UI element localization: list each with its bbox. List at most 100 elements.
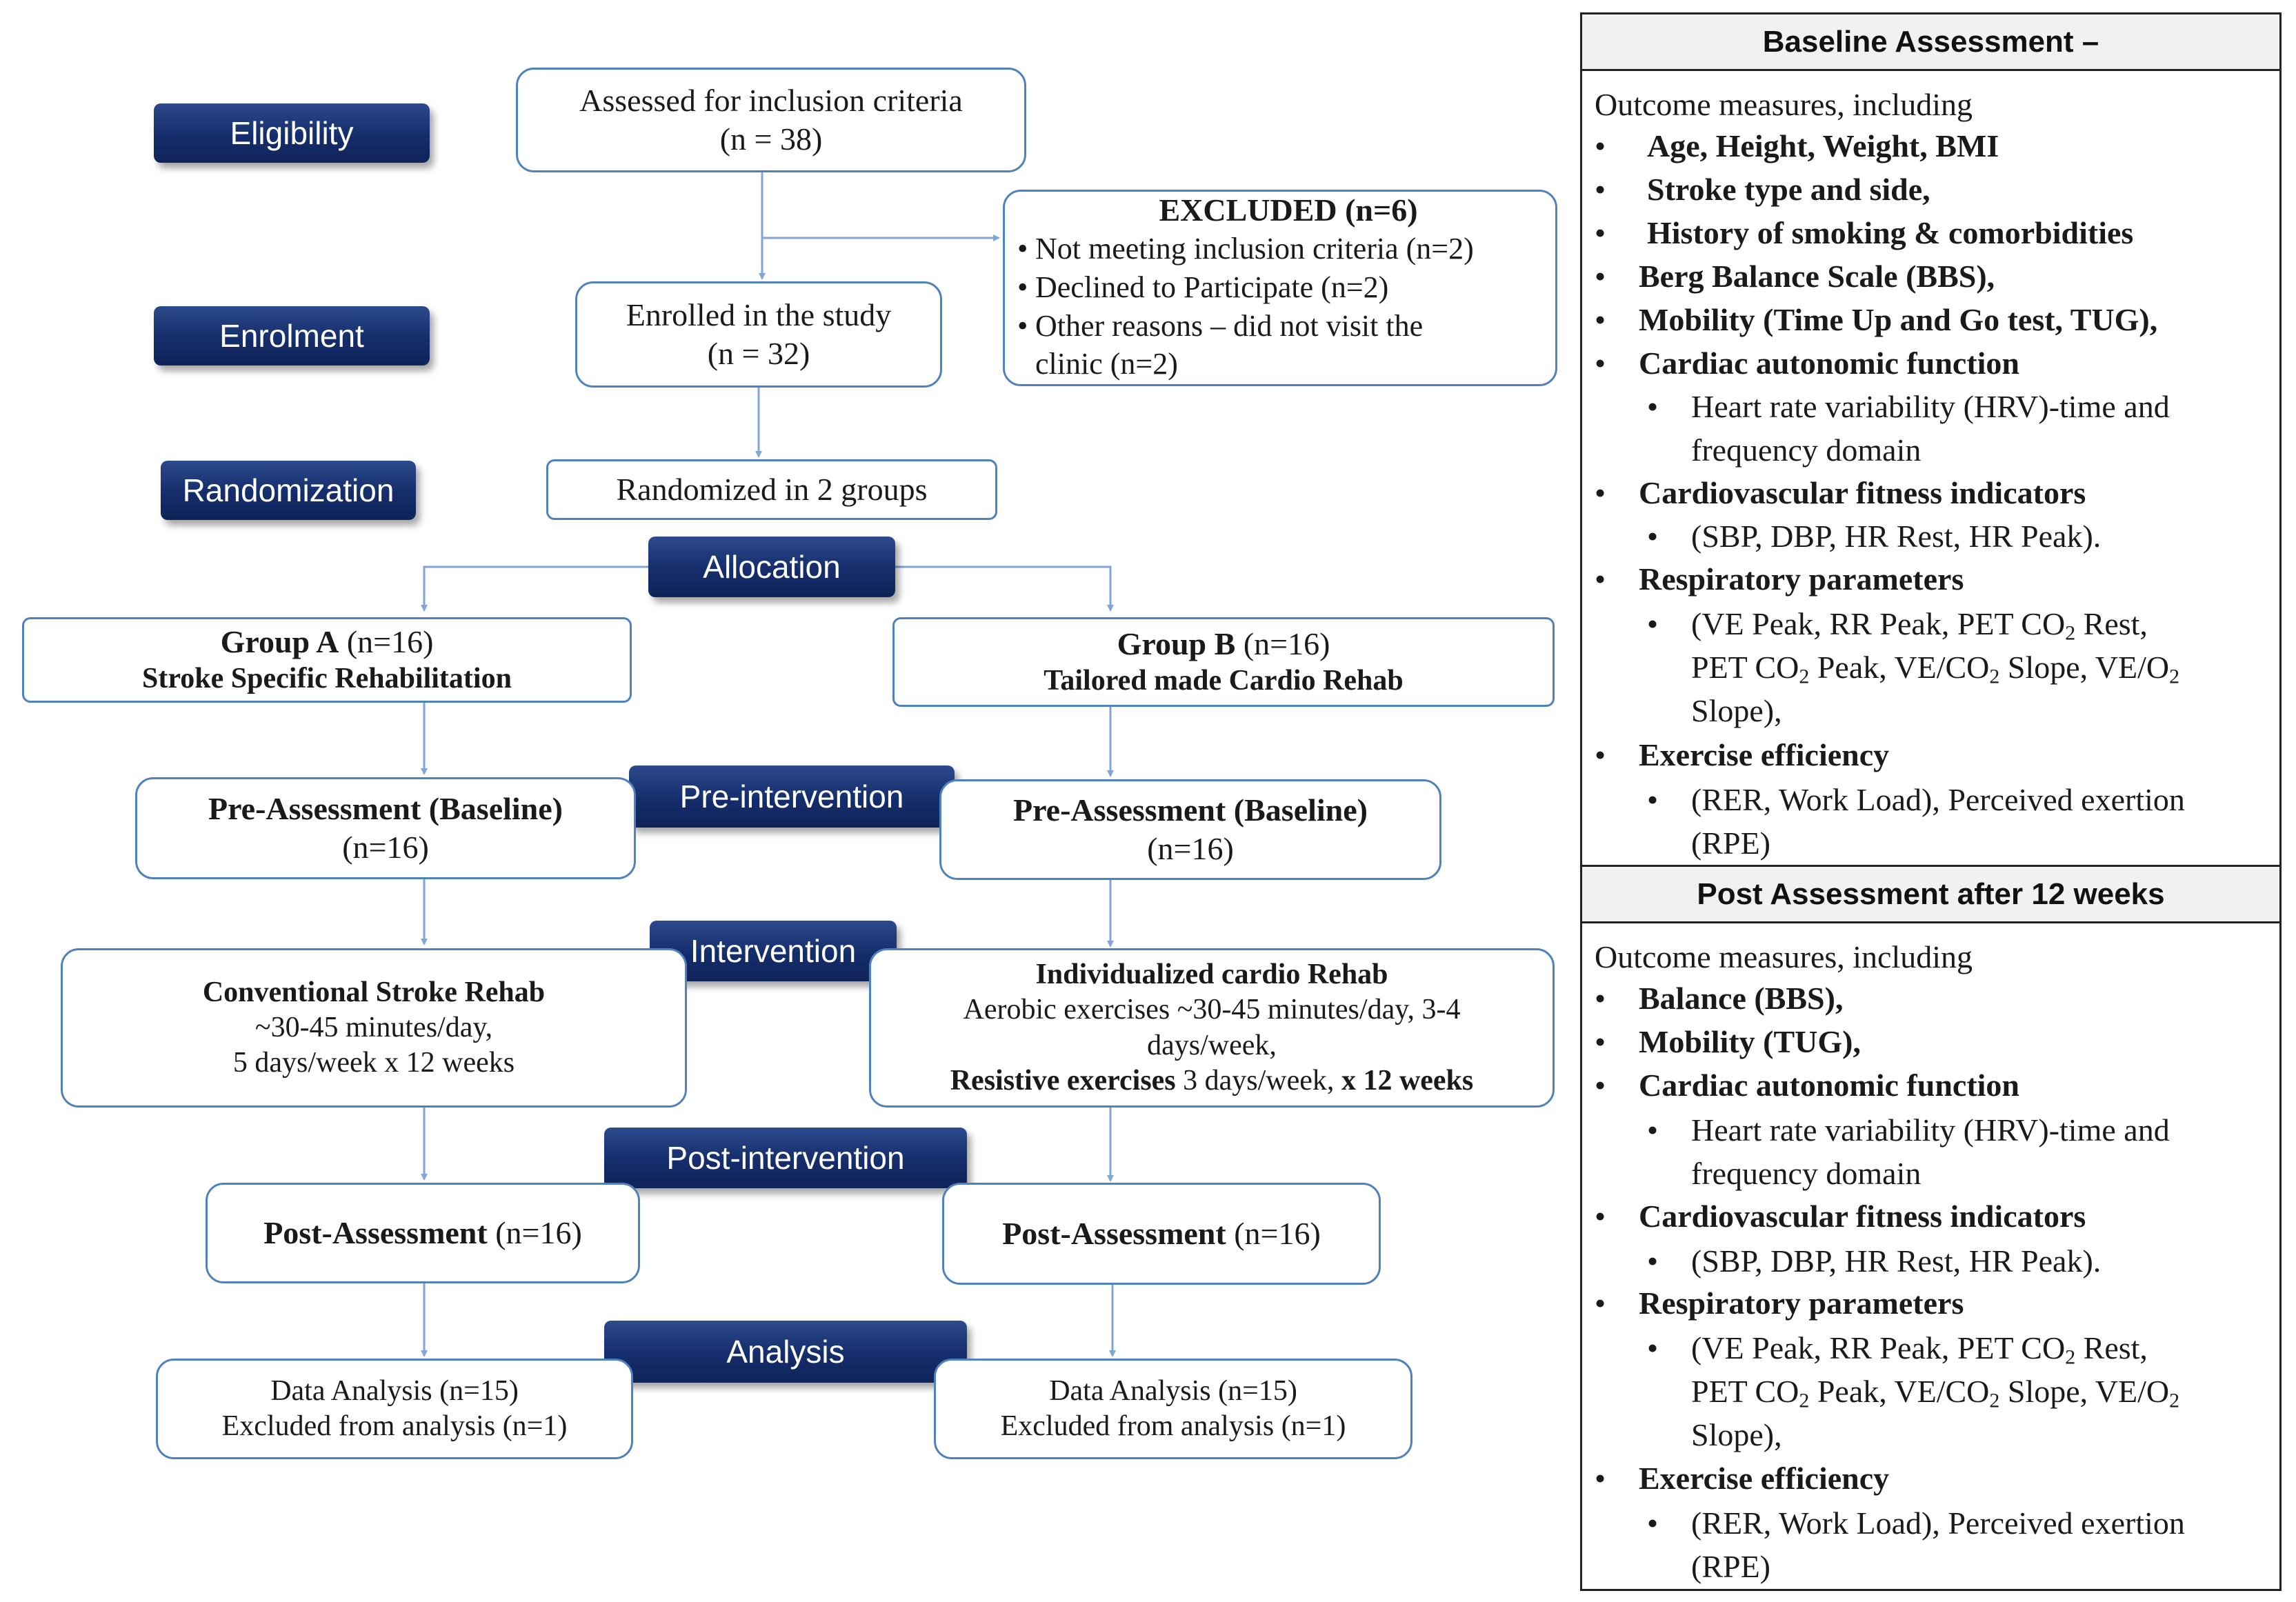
intervention-a-frequency: 5 days/week x 12 weeks [232,1047,515,1079]
pre-assessment-b-box: Pre-Assessment (Baseline) (n=16) [939,779,1441,880]
group-a-name: Group A [220,624,339,660]
phase-post-intervention: Post-intervention [604,1128,967,1188]
group-a-box: Group A (n=16) Stroke Specific Rehabilit… [22,617,632,703]
baseline-item-stroke-type: Stroke type and side, [1595,171,1930,208]
baseline-stroke-type-text: Stroke type and side, [1647,172,1930,207]
baseline-sub-cardio: (SBP, DBP, HR Rest, HR Peak). [1647,514,2101,558]
baseline-sub-exercise: (RER, Work Load), Perceived exertion (RP… [1647,778,2185,865]
post-item-cardiac: Cardiac autonomic function [1595,1067,2019,1103]
group-b-box: Group B (n=16) Tailored made Cardio Reha… [892,617,1555,707]
post-assessment-header: Post Assessment after 12 weeks [1582,865,2279,923]
baseline-resp-l2c: Slope, VE/O [1999,650,2170,685]
intervention-a-title: Conventional Stroke Rehab [202,976,546,1008]
intervention-b-weeks: x 12 weeks [1341,1064,1474,1097]
post-item-mobility: Mobility (TUG), [1595,1023,1861,1060]
post-sub-hrv: Heart rate variability (HRV)-time and fr… [1647,1108,2170,1195]
intervention-b-resistive: Resistive exercises [950,1064,1176,1097]
phase-analysis-label: Analysis [726,1334,845,1370]
baseline-sub-resp: (VE Peak, RR Peak, PET CO2 Rest, PET CO2… [1647,602,2179,732]
post-mobility-text: Mobility (TUG), [1639,1024,1861,1059]
post-item-exercise: Exercise efficiency [1595,1460,1889,1496]
baseline-item-mobility: Mobility (Time Up and Go test, TUG), [1595,301,2157,338]
post-assessment-b-count: (n=16) [1226,1215,1321,1251]
baseline-resp-l2a: PET CO [1691,650,1799,685]
post-sub-cardio: (SBP, DBP, HR Rest, HR Peak). [1647,1239,2101,1283]
post-resp-l2c: Slope, VE/O [1999,1374,2170,1409]
phase-intervention-label: Intervention [690,933,857,969]
pre-assessment-a-box: Pre-Assessment (Baseline) (n=16) [135,777,636,879]
intervention-a-box: Conventional Stroke Rehab ~30-45 minutes… [61,948,687,1108]
post-resp-sub1: 2 [2065,1345,2076,1369]
analysis-b-excluded: Excluded from analysis (n=1) [1000,1410,1346,1442]
baseline-item-berg: Berg Balance Scale (BBS), [1595,258,1995,294]
baseline-assessment-title: Baseline Assessment – [1762,24,2099,59]
baseline-resp-l1b: Rest, [2075,606,2148,641]
pre-assessment-b-title: Pre-Assessment (Baseline) [1013,792,1368,828]
phase-enrolment: Enrolment [154,306,430,366]
baseline-exercise-line2: (RPE) [1691,825,1770,861]
baseline-mobility-text: Mobility (Time Up and Go test, TUG), [1639,302,2158,337]
baseline-exercise-line1: (RER, Work Load), Perceived exertion [1647,778,2185,821]
phase-randomization-label: Randomization [182,472,395,508]
baseline-assessment-header: Baseline Assessment – [1582,14,2279,71]
post-resp-line3: Slope), [1691,1417,1782,1452]
baseline-sub-hrv: Heart rate variability (HRV)-time and fr… [1647,385,2170,472]
excluded-item-other: Other reasons – did not visit the [1017,307,1423,346]
post-exercise-text: Exercise efficiency [1639,1461,1890,1496]
enrolled-box: Enrolled in the study (n = 32) [575,281,942,388]
analysis-a-box: Data Analysis (n=15) Excluded from analy… [156,1359,633,1459]
group-b-description: Tailored made Cardio Rehab [1044,665,1404,697]
baseline-item-age: Age, Height, Weight, BMI [1595,128,1999,164]
intervention-b-box: Individualized cardio Rehab Aerobic exer… [869,948,1555,1108]
phase-enrolment-label: Enrolment [219,318,364,354]
excluded-item-not-meeting: Not meeting inclusion criteria (n=2) [1017,230,1474,268]
phase-allocation-label: Allocation [703,549,841,585]
phase-analysis: Analysis [604,1321,967,1383]
post-sub-resp: (VE Peak, RR Peak, PET CO2 Rest, PET CO2… [1647,1326,2179,1456]
group-a-description: Stroke Specific Rehabilitation [142,663,512,695]
excluded-item-declined: Declined to Participate (n=2) [1017,268,1388,307]
post-resp-l2a: PET CO [1691,1374,1799,1409]
post-cardio-sub-text: (SBP, DBP, HR Rest, HR Peak). [1647,1239,2101,1283]
analysis-b-data: Data Analysis (n=15) [1049,1374,1297,1407]
baseline-history-text: History of smoking & comorbidities [1647,215,2134,250]
baseline-item-history: History of smoking & comorbidities [1595,214,2133,251]
post-resp-sub2: 2 [1799,1389,1810,1412]
group-b-count: (n=16) [1235,626,1330,662]
phase-pre-intervention: Pre-intervention [629,765,955,828]
allocation-split-right [895,565,1114,612]
baseline-cardio-sub-text: (SBP, DBP, HR Rest, HR Peak). [1647,514,2101,558]
post-resp-sub3: 2 [1989,1389,2000,1412]
phase-eligibility: Eligibility [154,103,430,163]
baseline-hrv-line1: Heart rate variability (HRV)-time and [1647,385,2170,428]
pre-assessment-a-title: Pre-Assessment (Baseline) [208,790,563,826]
post-outcomes-section: Outcome measures, including Balance (BBS… [1582,923,2279,1585]
post-balance-text: Balance (BBS), [1639,981,1844,1016]
intervention-a-duration: ~30-45 minutes/day, [254,1011,493,1043]
post-item-balance: Balance (BBS), [1595,980,1843,1017]
analysis-a-data: Data Analysis (n=15) [270,1374,519,1407]
phase-intervention: Intervention [650,921,897,981]
post-resp-sub4: 2 [2169,1389,2180,1412]
randomized-label: Randomized in 2 groups [616,471,928,507]
intervention-b-aerobic-cont: days/week, [1147,1029,1277,1061]
phase-pre-intervention-label: Pre-intervention [679,779,904,814]
post-resp-line2: PET CO2 Peak, VE/CO2 Slope, VE/O2 [1647,1370,2179,1413]
baseline-resp-l1a: (VE Peak, RR Peak, PET CO [1691,606,2066,641]
post-cardiac-text: Cardiac autonomic function [1639,1068,2019,1103]
baseline-exercise-text: Exercise efficiency [1639,737,1890,772]
baseline-item-cardiac: Cardiac autonomic function [1595,345,2019,381]
pre-assessment-a-count: (n=16) [342,830,429,865]
phase-post-intervention-label: Post-intervention [666,1140,905,1176]
post-cardio-text: Cardiovascular fitness indicators [1639,1199,2086,1234]
group-b-name: Group B [1117,626,1236,662]
allocation-split-left [421,565,652,612]
post-assessment-b-title: Post-Assessment [1002,1215,1226,1251]
post-hrv-line2: frequency domain [1691,1156,1921,1191]
post-resp-text: Respiratory parameters [1639,1285,1964,1321]
outcome-measures-panel: Baseline Assessment – Outcome measures, … [1580,12,2282,1591]
excluded-box: EXCLUDED (n=6) Not meeting inclusion cri… [1003,190,1557,386]
group-a-count: (n=16) [339,624,434,660]
post-resp-l1b: Rest, [2075,1330,2148,1365]
post-assessment-a-box: Post-Assessment (n=16) [206,1183,640,1283]
